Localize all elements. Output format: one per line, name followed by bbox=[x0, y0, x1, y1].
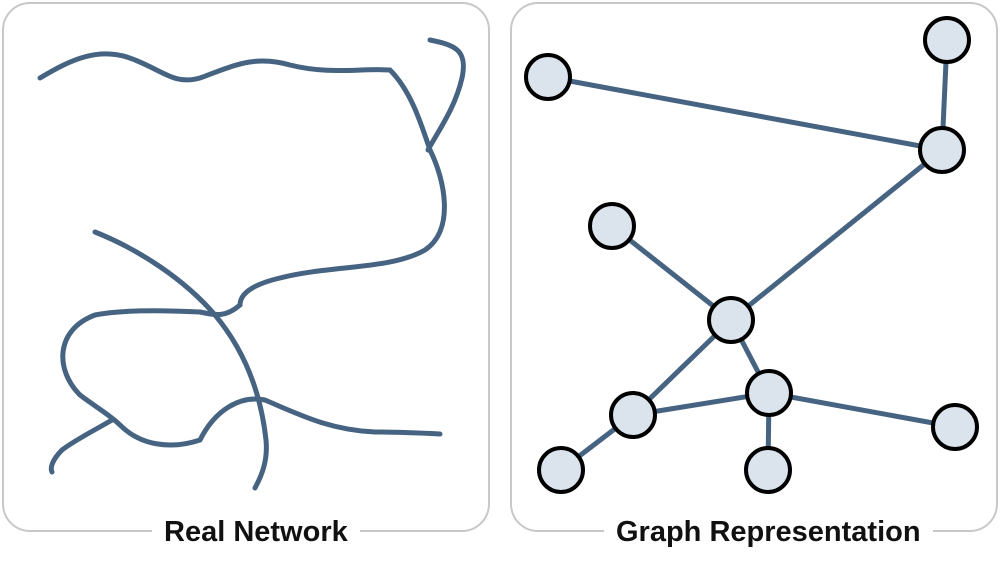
road-top bbox=[37, 51, 447, 448]
graph-node-c bbox=[918, 126, 966, 174]
graph-representation-caption: Graph Representation bbox=[604, 512, 933, 552]
graph-node-a bbox=[524, 53, 572, 101]
road-hook bbox=[425, 37, 466, 153]
road-diagonal bbox=[92, 229, 269, 491]
edge-a-c bbox=[545, 74, 945, 153]
graph-node-j bbox=[931, 403, 979, 451]
real-network-caption: Real Network bbox=[152, 512, 360, 552]
graph-node-f bbox=[609, 391, 657, 439]
graph-node-g bbox=[745, 369, 793, 417]
real-network-panel bbox=[2, 2, 490, 532]
graph-nodes bbox=[524, 16, 979, 494]
graph-node-h bbox=[537, 446, 585, 494]
edge-g-j bbox=[766, 390, 958, 430]
graph-node-i bbox=[744, 446, 792, 494]
graph-node-b bbox=[923, 16, 971, 64]
graph-node-d bbox=[588, 202, 636, 250]
road-spur bbox=[48, 417, 115, 475]
edge-c-e bbox=[728, 147, 945, 323]
graph-representation-panel bbox=[510, 2, 998, 532]
graph-node-e bbox=[707, 296, 755, 344]
edge-d-e bbox=[609, 223, 734, 323]
real-network-roads bbox=[37, 37, 466, 491]
